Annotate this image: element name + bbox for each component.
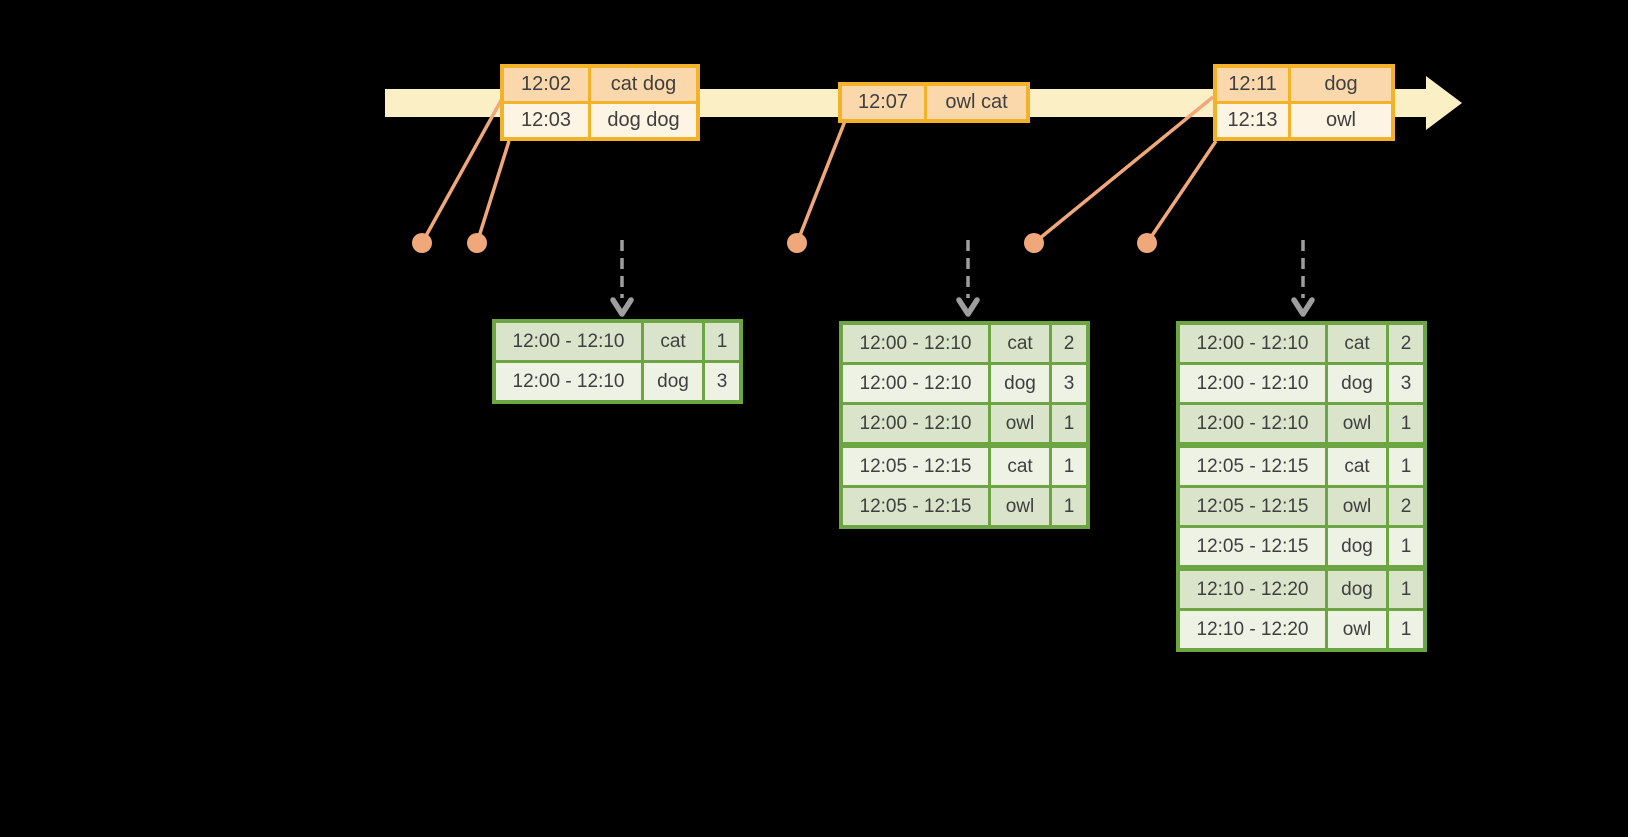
event-time-cell: 12:02 bbox=[504, 68, 588, 101]
result-table-3: 12:00 - 12:10 cat 2 12:00 - 12:10 dog 3 … bbox=[1176, 321, 1427, 652]
word-cell: owl bbox=[991, 488, 1049, 525]
result-table-2: 12:00 - 12:10 cat 2 12:00 - 12:10 dog 3 … bbox=[839, 321, 1090, 529]
event-row: 12:07 owl cat bbox=[842, 86, 1026, 119]
event-time-cell: 12:11 bbox=[1217, 68, 1288, 101]
window-cell: 12:00 - 12:10 bbox=[496, 363, 641, 400]
word-cell: cat bbox=[1328, 325, 1386, 362]
result-row: 12:00 - 12:10 dog 3 bbox=[1180, 365, 1423, 402]
event-time-cell: 12:03 bbox=[504, 104, 588, 137]
trigger-arrowhead-icon bbox=[956, 297, 980, 317]
result-row: 12:10 - 12:20 owl 1 bbox=[1180, 611, 1423, 648]
window-cell: 12:10 - 12:20 bbox=[1180, 571, 1325, 608]
count-cell: 1 bbox=[1389, 448, 1423, 485]
event-words-cell: dog dog bbox=[591, 104, 696, 137]
word-cell: cat bbox=[644, 323, 702, 360]
word-cell: dog bbox=[1328, 528, 1386, 565]
window-cell: 12:10 - 12:20 bbox=[1180, 611, 1325, 648]
result-row: 12:05 - 12:15 cat 1 bbox=[843, 448, 1086, 485]
window-cell: 12:00 - 12:10 bbox=[496, 323, 641, 360]
event-dot bbox=[1137, 233, 1157, 253]
count-cell: 3 bbox=[705, 363, 739, 400]
event-words-cell: owl cat bbox=[927, 86, 1026, 119]
count-cell: 1 bbox=[1052, 448, 1086, 485]
window-cell: 12:05 - 12:15 bbox=[1180, 488, 1325, 525]
result-row: 12:05 - 12:15 owl 1 bbox=[843, 488, 1086, 525]
connector-line bbox=[420, 96, 505, 244]
event-table-3: 12:11 dog 12:13 owl bbox=[1213, 64, 1395, 141]
event-words-cell: cat dog bbox=[591, 68, 696, 101]
result-row: 12:05 - 12:15 owl 2 bbox=[1180, 488, 1423, 525]
result-row: 12:00 - 12:10 dog 3 bbox=[843, 365, 1086, 402]
count-cell: 1 bbox=[1052, 405, 1086, 442]
result-row: 12:00 - 12:10 cat 1 bbox=[496, 323, 739, 360]
event-table-1: 12:02 cat dog 12:03 dog dog bbox=[500, 64, 700, 141]
event-time-cell: 12:13 bbox=[1217, 104, 1288, 137]
connector-line bbox=[475, 140, 511, 244]
trigger-arrowhead-icon bbox=[1291, 297, 1315, 317]
event-row: 12:11 dog bbox=[1217, 68, 1391, 101]
connector-line bbox=[795, 120, 847, 244]
count-cell: 2 bbox=[1052, 325, 1086, 362]
word-cell: dog bbox=[991, 365, 1049, 402]
window-cell: 12:00 - 12:10 bbox=[843, 405, 988, 442]
word-cell: dog bbox=[1328, 571, 1386, 608]
count-cell: 1 bbox=[1389, 611, 1423, 648]
window-cell: 12:00 - 12:10 bbox=[1180, 365, 1325, 402]
word-cell: cat bbox=[991, 325, 1049, 362]
result-table-1: 12:00 - 12:10 cat 1 12:00 - 12:10 dog 3 bbox=[492, 319, 743, 404]
window-cell: 12:00 - 12:10 bbox=[1180, 405, 1325, 442]
word-cell: owl bbox=[1328, 405, 1386, 442]
event-words-cell: owl bbox=[1291, 104, 1391, 137]
connector-line bbox=[1032, 95, 1215, 245]
event-dot bbox=[412, 233, 432, 253]
result-row: 12:00 - 12:10 owl 1 bbox=[1180, 405, 1423, 442]
result-row: 12:05 - 12:15 dog 1 bbox=[1180, 528, 1423, 565]
window-cell: 12:05 - 12:15 bbox=[843, 488, 988, 525]
count-cell: 3 bbox=[1389, 365, 1423, 402]
result-row: 12:00 - 12:10 cat 2 bbox=[1180, 325, 1423, 362]
window-cell: 12:05 - 12:15 bbox=[843, 448, 988, 485]
trigger-arrowhead-icon bbox=[610, 297, 634, 317]
word-cell: owl bbox=[1328, 611, 1386, 648]
window-cell: 12:00 - 12:10 bbox=[1180, 325, 1325, 362]
result-row: 12:10 - 12:20 dog 1 bbox=[1180, 571, 1423, 608]
result-row: 12:00 - 12:10 cat 2 bbox=[843, 325, 1086, 362]
event-time-cell: 12:07 bbox=[842, 86, 924, 119]
count-cell: 1 bbox=[1389, 405, 1423, 442]
word-cell: cat bbox=[1328, 448, 1386, 485]
count-cell: 1 bbox=[705, 323, 739, 360]
word-cell: dog bbox=[1328, 365, 1386, 402]
event-words-cell: dog bbox=[1291, 68, 1391, 101]
event-dot bbox=[1024, 233, 1044, 253]
count-cell: 2 bbox=[1389, 488, 1423, 525]
event-row: 12:02 cat dog bbox=[504, 68, 696, 101]
event-dot bbox=[467, 233, 487, 253]
event-dot bbox=[787, 233, 807, 253]
timeline-arrowhead-icon bbox=[1426, 76, 1462, 130]
result-row: 12:00 - 12:10 owl 1 bbox=[843, 405, 1086, 442]
count-cell: 1 bbox=[1052, 488, 1086, 525]
word-cell: dog bbox=[644, 363, 702, 400]
window-cell: 12:05 - 12:15 bbox=[1180, 448, 1325, 485]
event-table-2: 12:07 owl cat bbox=[838, 82, 1030, 123]
connector-line bbox=[1145, 140, 1218, 244]
count-cell: 3 bbox=[1052, 365, 1086, 402]
word-cell: cat bbox=[991, 448, 1049, 485]
result-row: 12:05 - 12:15 cat 1 bbox=[1180, 448, 1423, 485]
word-cell: owl bbox=[1328, 488, 1386, 525]
window-cell: 12:05 - 12:15 bbox=[1180, 528, 1325, 565]
window-cell: 12:00 - 12:10 bbox=[843, 325, 988, 362]
event-row: 12:03 dog dog bbox=[504, 104, 696, 137]
result-row: 12:00 - 12:10 dog 3 bbox=[496, 363, 739, 400]
count-cell: 1 bbox=[1389, 528, 1423, 565]
count-cell: 1 bbox=[1389, 571, 1423, 608]
count-cell: 2 bbox=[1389, 325, 1423, 362]
window-cell: 12:00 - 12:10 bbox=[843, 365, 988, 402]
event-row: 12:13 owl bbox=[1217, 104, 1391, 137]
word-cell: owl bbox=[991, 405, 1049, 442]
